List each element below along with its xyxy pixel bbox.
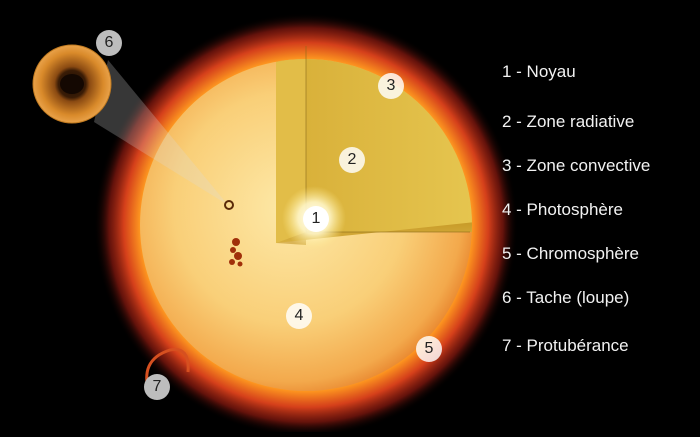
legend-item-convective-zone: 3 - Zone convective <box>502 156 651 175</box>
legend-item-photosphere: 4 - Photosphère <box>502 200 623 219</box>
marker-convective-zone: 3 <box>378 73 404 99</box>
legend-item-chromosphere: 5 - Chromosphère <box>502 244 640 263</box>
legend-item-radiative-zone: 2 - Zone radiative <box>502 112 635 131</box>
marker-prominence: 7 <box>144 374 170 400</box>
marker-photosphere: 4 <box>286 303 312 329</box>
sunspot-small <box>224 200 234 210</box>
marker-core: 1 <box>303 206 329 232</box>
legend-item-sunspot: 6 - Tache (loupe) <box>502 288 630 307</box>
marker-radiative-zone: 2 <box>339 147 365 173</box>
legend-item-core: 1 - Noyau <box>502 62 576 81</box>
sunspot-group <box>229 238 243 267</box>
loupe-cone <box>94 60 228 205</box>
marker-chromosphere: 5 <box>416 336 442 362</box>
marker-sunspot: 6 <box>96 30 122 56</box>
legend-item-prominence: 7 - Protubérance <box>502 336 629 355</box>
